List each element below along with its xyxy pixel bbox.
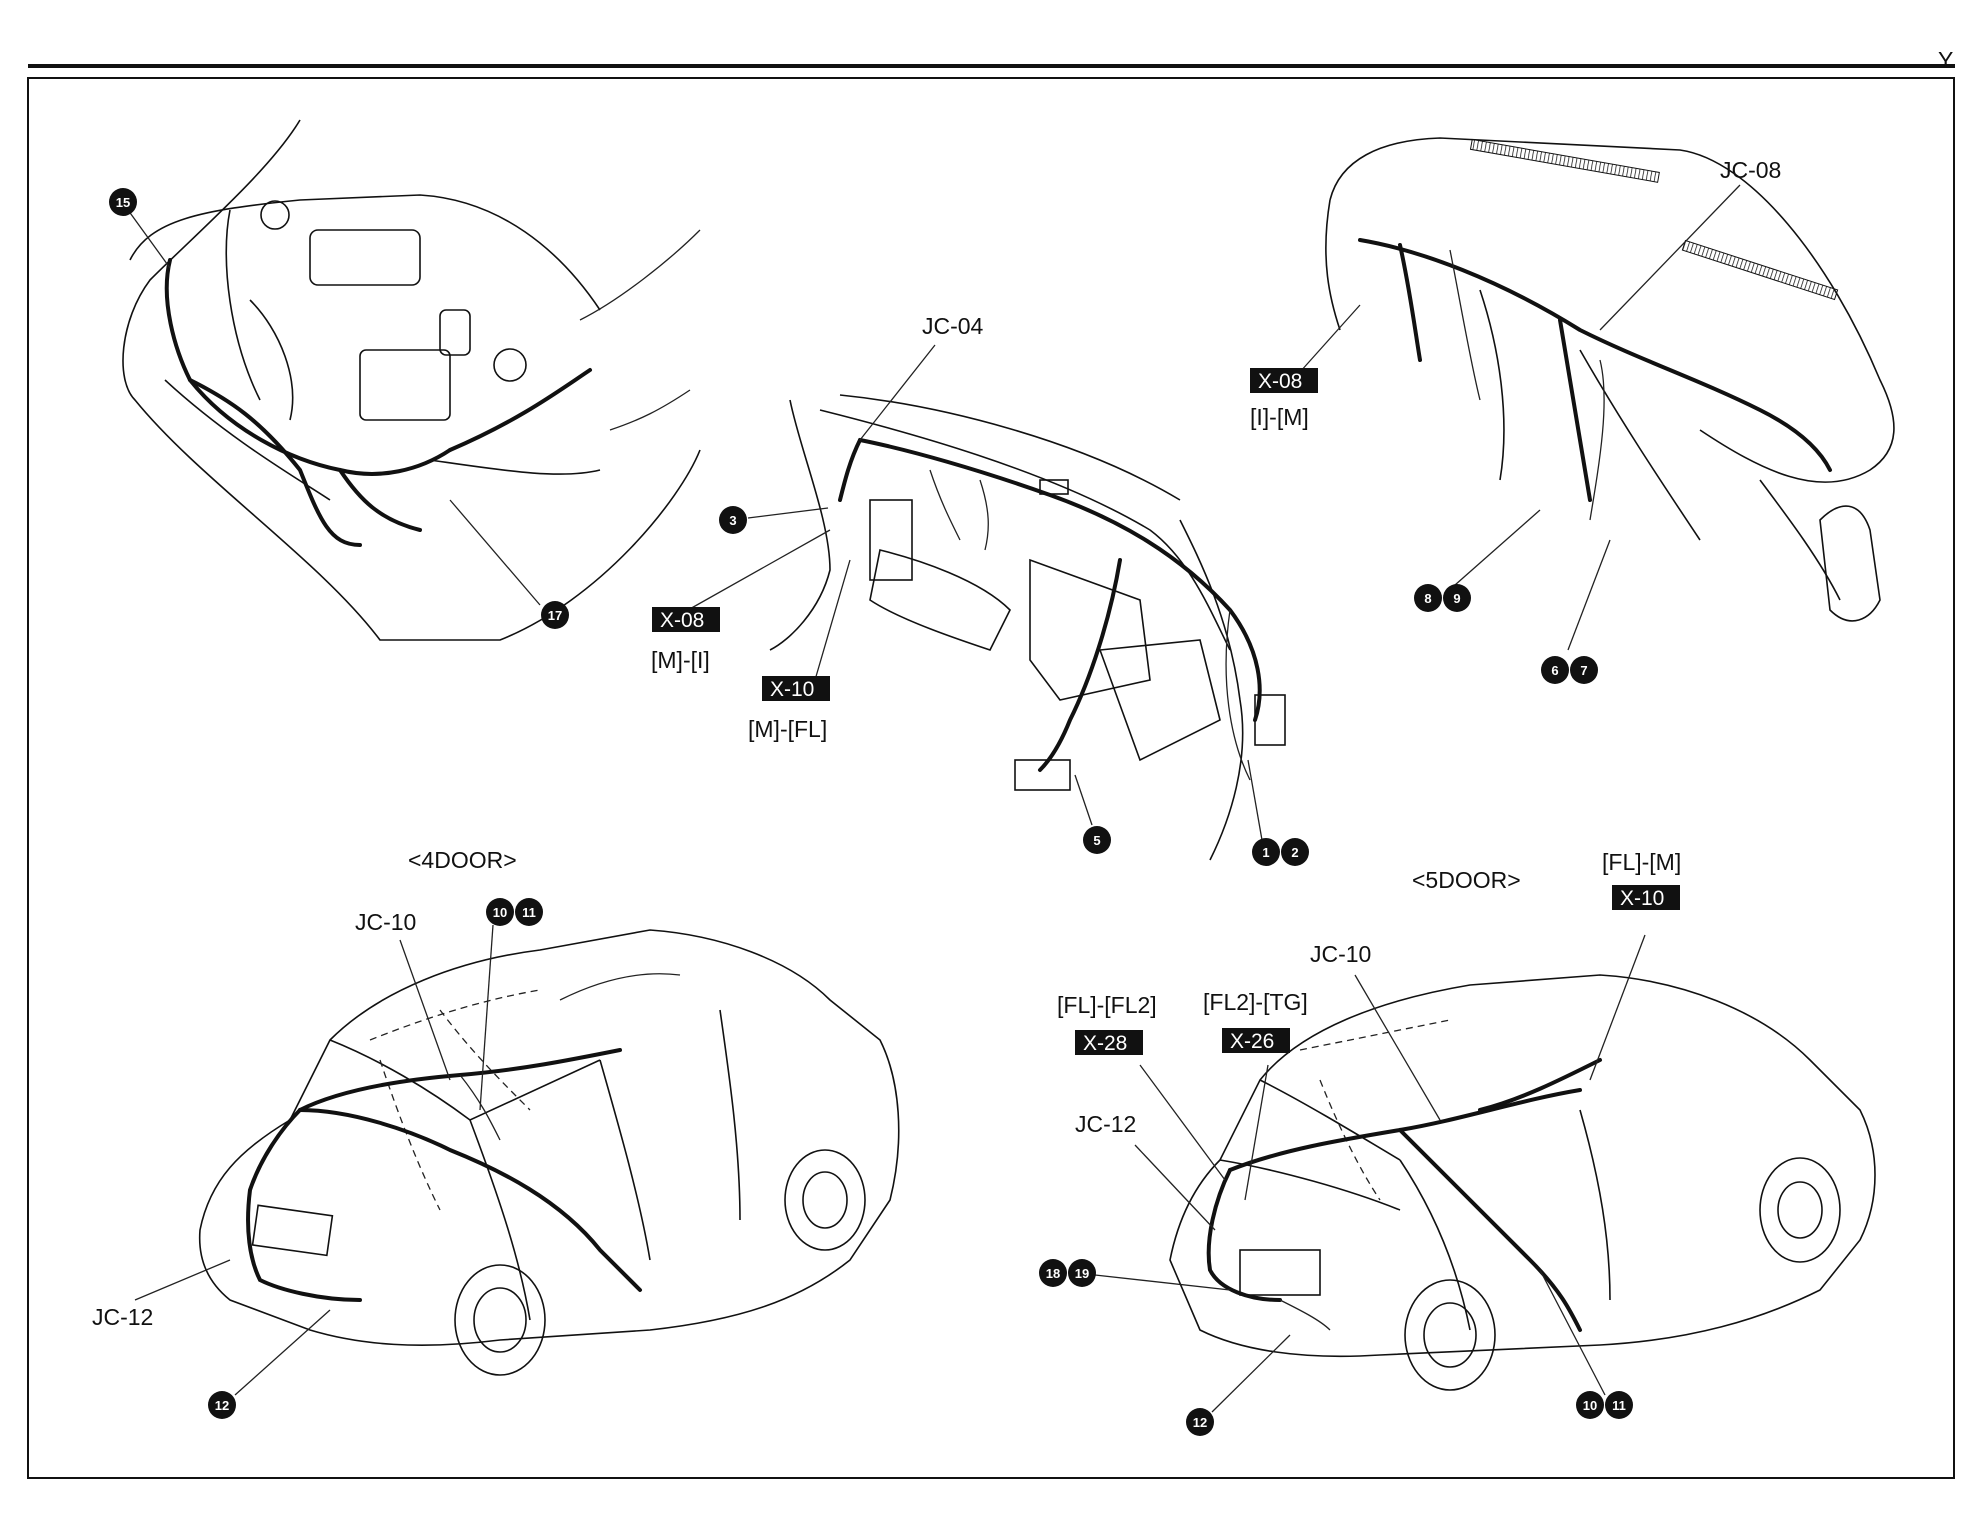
callout-9: 9 (1443, 584, 1471, 612)
leader-10-11-4door (479, 924, 494, 1111)
tag-x10-right-text: X-10 (1620, 887, 1664, 910)
callout-3: 3 (719, 506, 747, 534)
svg-text:8: 8 (1424, 591, 1431, 606)
callout-12-5door: 12 (1186, 1408, 1214, 1436)
label-fl-m: [FL]-[M] (1602, 849, 1681, 875)
label-m-i: [M]-[I] (651, 647, 710, 673)
label-m-fl: [M]-[FL] (748, 716, 827, 742)
leader-12-4door (234, 1309, 331, 1396)
tag-x08-left-text: X-08 (660, 609, 704, 632)
tag-x26: X-26 (1222, 1028, 1290, 1053)
callout-11-4door: 11 (515, 898, 543, 926)
svg-text:9: 9 (1453, 591, 1460, 606)
callout-15: 15 (109, 188, 137, 216)
label-5door: <5DOOR> (1412, 867, 1521, 893)
callout-12-4door: 12 (208, 1391, 236, 1419)
label-jc04: JC-04 (922, 313, 984, 339)
callout-17: 17 (541, 601, 569, 629)
corner-letter: Y (1938, 47, 1953, 73)
leader-jc10-5door (1354, 974, 1441, 1121)
tag-x28: X-28 (1075, 1030, 1143, 1055)
callout-11-5door: 11 (1605, 1391, 1633, 1419)
leader-x26 (1244, 1064, 1269, 1201)
engine-bay-drawing (122, 119, 701, 641)
leader-jc10-4door (399, 939, 451, 1081)
svg-text:10: 10 (1583, 1398, 1597, 1413)
callout-10-4door: 10 (486, 898, 514, 926)
leader-5 (1074, 774, 1093, 826)
svg-text:11: 11 (522, 905, 536, 920)
svg-text:6: 6 (1551, 663, 1558, 678)
svg-text:3: 3 (729, 513, 736, 528)
leader-8-9 (1454, 509, 1541, 586)
callout-8: 8 (1414, 584, 1442, 612)
hatchback-5door-drawing (1169, 974, 1876, 1391)
callout-10-5door: 10 (1576, 1391, 1604, 1419)
leader-x08-left (687, 529, 831, 611)
label-i-m: [I]-[M] (1250, 404, 1309, 430)
label-jc10-5door: JC-10 (1310, 941, 1371, 967)
tag-x28-text: X-28 (1083, 1032, 1127, 1055)
label-4door: <4DOOR> (408, 847, 517, 873)
leader-1-2 (1247, 759, 1263, 841)
dashboard-drawing (1325, 137, 1895, 622)
svg-text:2: 2 (1291, 845, 1298, 860)
label-jc12-5door: JC-12 (1075, 1111, 1136, 1137)
label-jc10-4door: JC-10 (355, 909, 416, 935)
instrument-panel-drawing (769, 394, 1286, 861)
leader-10-11-5door (1539, 1269, 1606, 1396)
tag-x08-right-text: X-08 (1258, 370, 1302, 393)
callout-1: 1 (1252, 838, 1280, 866)
callout-19: 19 (1068, 1259, 1096, 1287)
svg-text:11: 11 (1612, 1398, 1626, 1413)
svg-text:10: 10 (493, 905, 507, 920)
leader-jc12-4door (134, 1259, 231, 1301)
svg-text:5: 5 (1093, 833, 1100, 848)
tag-x10-left: X-10 (762, 676, 830, 701)
tag-x08-right: X-08 (1250, 368, 1318, 393)
sedan-4door-drawing (198, 929, 900, 1376)
label-jc08: JC-08 (1720, 157, 1781, 183)
label-fl2-tg: [FL2]-[TG] (1203, 989, 1308, 1015)
diagram-frame (27, 77, 1955, 1479)
leader-jc12-5door (1134, 1144, 1216, 1231)
leader-17 (449, 499, 541, 606)
callout-7: 7 (1570, 656, 1598, 684)
leader-x10-left (814, 559, 851, 681)
leader-jc04 (859, 344, 936, 441)
svg-text:15: 15 (116, 195, 130, 210)
leader-12-5door (1211, 1334, 1291, 1413)
callout-6: 6 (1541, 656, 1569, 684)
callout-2: 2 (1281, 838, 1309, 866)
svg-text:1: 1 (1262, 845, 1269, 860)
leader-x28 (1139, 1064, 1226, 1181)
svg-text:19: 19 (1075, 1266, 1089, 1281)
tag-x26-text: X-26 (1230, 1030, 1274, 1053)
label-fl-fl2: [FL]-[FL2] (1057, 992, 1157, 1018)
tag-x08-left: X-08 (652, 607, 720, 632)
svg-text:7: 7 (1580, 663, 1587, 678)
svg-text:18: 18 (1046, 1266, 1060, 1281)
callout-5: 5 (1083, 826, 1111, 854)
callout-18: 18 (1039, 1259, 1067, 1287)
tag-x10-right: X-10 (1612, 885, 1680, 910)
leader-6-7 (1567, 539, 1611, 651)
tag-x10-left-text: X-10 (770, 678, 814, 701)
leader-jc08 (1599, 184, 1741, 331)
leader-x08-right (1299, 304, 1361, 373)
leader-x10-right (1589, 934, 1646, 1081)
svg-text:12: 12 (1193, 1415, 1207, 1430)
leader-18-19 (1094, 1274, 1231, 1291)
svg-text:12: 12 (215, 1398, 229, 1413)
leader-3 (747, 507, 829, 519)
svg-text:17: 17 (548, 608, 562, 623)
label-jc12-4door: JC-12 (92, 1304, 153, 1330)
leader-15 (127, 209, 171, 269)
